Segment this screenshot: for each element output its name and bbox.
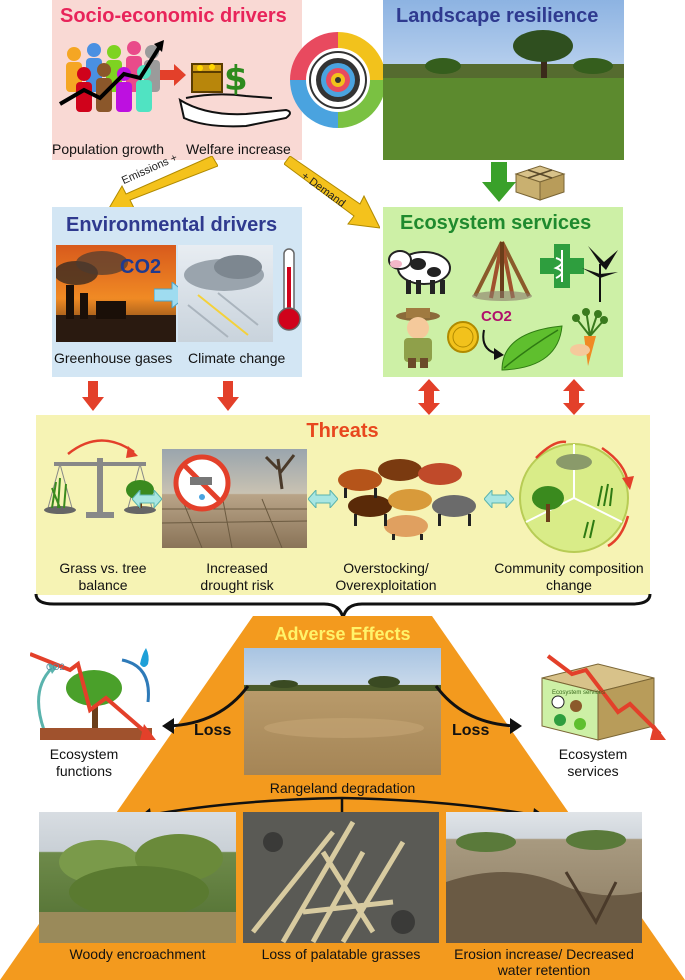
palatable-grasses-photo xyxy=(243,812,439,943)
thermometer-icon xyxy=(277,248,301,331)
palatable-grasses-label: Loss of palatable grasses xyxy=(261,946,421,962)
loss-right-label: Loss xyxy=(452,722,490,739)
functions-co2-label: CO2 xyxy=(46,662,65,672)
double-arrow-1 xyxy=(132,490,162,508)
population-growth-icon xyxy=(58,40,164,112)
demand-arrow xyxy=(284,156,380,229)
leaf-icon xyxy=(501,325,563,371)
medicine-cross-icon xyxy=(540,244,584,288)
welfare-hand-icon: $ xyxy=(178,59,291,128)
balance-scale-icon xyxy=(44,439,156,518)
red-double-arrow-2 xyxy=(563,379,585,415)
ecosystem-functions-icon xyxy=(30,648,156,740)
threat-label-2: Increased drought risk xyxy=(200,560,274,593)
socio-economic-title: Socio-economic drivers xyxy=(60,5,287,27)
loss-left-label: Loss xyxy=(194,722,232,739)
loss-arrow-left xyxy=(162,685,250,734)
carrot-plant-icon xyxy=(570,308,608,366)
rangeland-photo xyxy=(244,648,441,775)
red-down-arrow-1 xyxy=(82,381,104,411)
erosion-label: Erosion increase/ Decreased water retent… xyxy=(454,946,634,978)
drought-photo xyxy=(162,449,307,548)
overstocking-cattle-icon xyxy=(338,459,476,540)
cow-icon xyxy=(388,250,451,294)
cycle-target-icon xyxy=(290,32,386,128)
loss-arrow-right xyxy=(434,685,522,734)
ecosystem-services-box-icon xyxy=(541,654,666,741)
threat-label-3: Overstocking/ Overexploitation xyxy=(335,560,437,593)
population-growth-label: Population growth xyxy=(52,141,165,157)
threats-title: Threats xyxy=(306,420,379,442)
ecosystem-functions-label: Ecosystem functions xyxy=(49,746,119,779)
green-down-arrow-icon xyxy=(482,162,516,202)
adverse-effects-title: Adverse Effects xyxy=(274,624,411,644)
red-down-arrow-2 xyxy=(217,381,239,411)
ecosystem-services-title: Ecosystem services xyxy=(400,212,592,234)
red-arrow-icon xyxy=(160,64,186,86)
community-pie-icon xyxy=(519,440,634,553)
eco-co2-label: CO2 xyxy=(481,308,512,325)
woody-encroachment-label: Woody encroachment xyxy=(69,946,206,962)
environmental-title: Environmental drivers xyxy=(66,214,278,236)
climate-photo xyxy=(178,245,273,342)
double-arrow-3 xyxy=(484,490,514,508)
curved-arrow-icon xyxy=(482,329,504,360)
welfare-increase-label: Welfare increase xyxy=(186,141,291,157)
box-label: Ecosystem services xyxy=(552,690,606,696)
double-arrow-2 xyxy=(308,490,338,508)
woody-encroachment-photo xyxy=(39,812,236,943)
tourist-icon xyxy=(396,308,440,368)
coin-icon xyxy=(447,321,479,353)
landscape-photo xyxy=(383,0,624,160)
firewood-icon xyxy=(472,241,532,301)
landscape-title: Landscape resilience xyxy=(396,5,599,27)
erosion-photo xyxy=(446,812,642,943)
parcel-icon xyxy=(514,165,566,201)
threat-label-4: Community composition change xyxy=(494,560,644,593)
svg-text:$: $ xyxy=(224,59,248,99)
ecosystem-services-label: Ecosystem services xyxy=(558,746,628,779)
greenhouse-photo xyxy=(56,245,176,342)
climate-change-label: Climate change xyxy=(188,350,286,366)
greenhouse-label: Greenhouse gases xyxy=(54,350,173,366)
threat-label-1: Grass vs. tree balance xyxy=(59,560,147,593)
red-double-arrow-1 xyxy=(418,379,440,415)
plant-leaf-icon xyxy=(582,246,618,302)
co2-label: CO2 xyxy=(120,256,162,278)
rangeland-label: Rangeland degradation xyxy=(269,780,416,796)
